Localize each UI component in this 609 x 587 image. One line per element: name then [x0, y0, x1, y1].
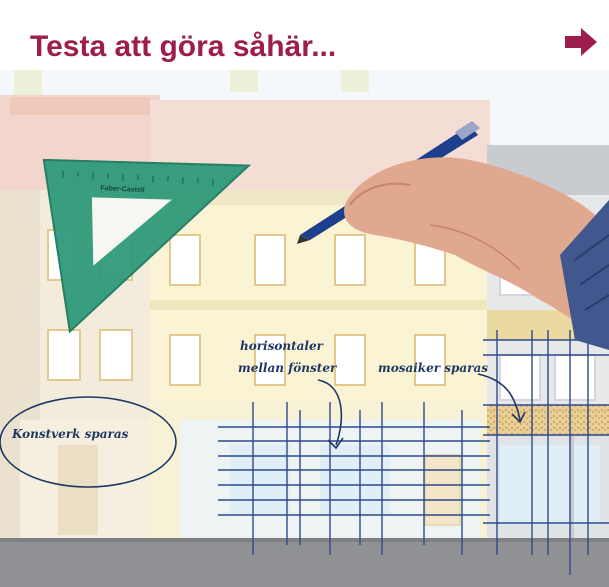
arrow-right-icon[interactable] [563, 26, 599, 58]
slide-title: Testa att göra såhär... [30, 30, 337, 63]
annotation-mosaics: mosaiker sparas [378, 361, 488, 375]
annotation-artwork: Konstverk sparas [11, 427, 129, 441]
hand-pen-photo [297, 121, 609, 350]
slide-header [0, 0, 609, 70]
annotation-horizontals-2: mellan fönster [238, 361, 338, 375]
annotation-horizontals-1: horisontaler [240, 339, 325, 353]
ruler-brand: Faber-Castell [100, 185, 145, 194]
